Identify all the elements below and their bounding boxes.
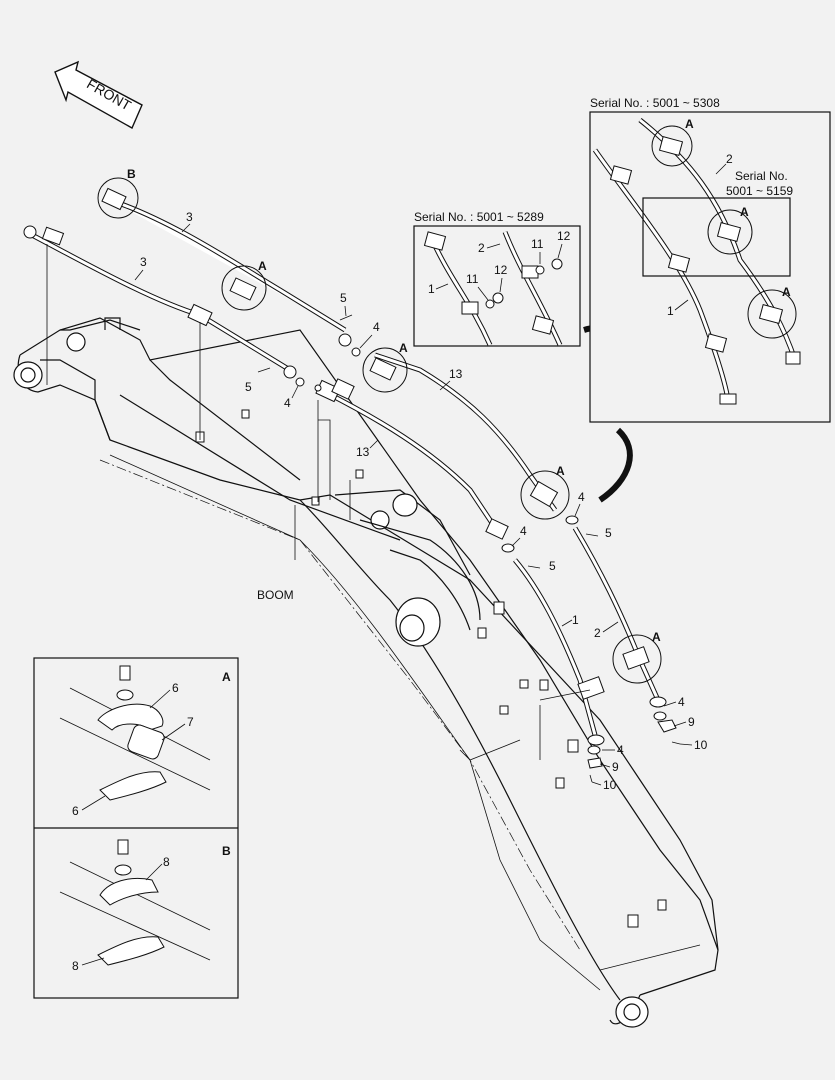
callout-4: 4 [520,524,527,538]
detail-letter-A: A [399,341,408,355]
callout-2: 2 [594,626,601,640]
pipe-fittings [23,225,681,783]
pipe-3-lower [28,231,292,373]
detail-letter-A: A [782,285,791,299]
callout-4: 4 [678,695,685,709]
inset-serial-5289 [413,225,581,347]
callout-4: 4 [617,743,624,757]
callout-4: 4 [284,396,291,410]
detail-letter-A: A [685,117,694,131]
callout-6: 6 [72,804,79,818]
serial-5308-label: Serial No. : 5001 ~ 5308 [590,96,720,110]
detail-letter-A: A [258,259,267,273]
serial-5159-label-2: 5001 ~ 5159 [726,184,793,198]
pipe-3-upper [109,197,347,333]
callout-8: 8 [72,959,79,973]
detail-letter-B: B [127,167,136,181]
pipe-13-lower [323,389,503,537]
callout-12: 12 [557,229,571,243]
callout-5: 5 [549,559,556,573]
callout-2: 2 [726,152,733,166]
callout-1: 1 [572,613,579,627]
detail-letter-A: A [740,205,749,219]
detail-panel-letter-B: B [222,844,231,858]
callout-1: 1 [667,304,674,318]
callout-3: 3 [186,210,193,224]
inset-serial-5308 [589,111,831,423]
callout-11: 11 [466,272,479,286]
detail-letter-A: A [652,630,661,644]
callout-13: 13 [356,445,370,459]
detail-circles [97,177,662,684]
callout-3: 3 [140,255,147,269]
callout-4: 4 [373,320,380,334]
inset-arrow-2 [598,427,633,503]
callout-5: 5 [605,526,612,540]
front-arrow: FRONT [54,60,143,129]
callout-10: 10 [694,738,708,752]
boom-body [13,317,719,1028]
callout-9: 9 [612,760,619,774]
pipe-2 [572,526,661,702]
callout-7: 7 [187,715,194,729]
callout-5: 5 [340,291,347,305]
detail-panel [33,657,239,999]
callout-4: 4 [578,490,585,504]
callout-12: 12 [494,263,508,277]
boom-label: BOOM [257,588,294,602]
callout-6: 6 [172,681,179,695]
callout-2: 2 [478,241,485,255]
pipe-13-upper [374,352,558,512]
detail-panel-letter-A: A [222,670,231,684]
callout-8: 8 [163,855,170,869]
serial-5289-label: Serial No. : 5001 ~ 5289 [414,210,544,224]
callout-1: 1 [428,282,435,296]
leader-lines [46,244,591,760]
callout-13: 13 [449,367,463,381]
detail-letter-A: A [556,464,565,478]
serial-5159-label-1: Serial No. [735,169,788,183]
pipe-1 [513,558,598,736]
callout-5: 5 [245,380,252,394]
callout-11: 11 [531,237,544,251]
callout-9: 9 [688,715,695,729]
callout-10: 10 [603,778,617,792]
